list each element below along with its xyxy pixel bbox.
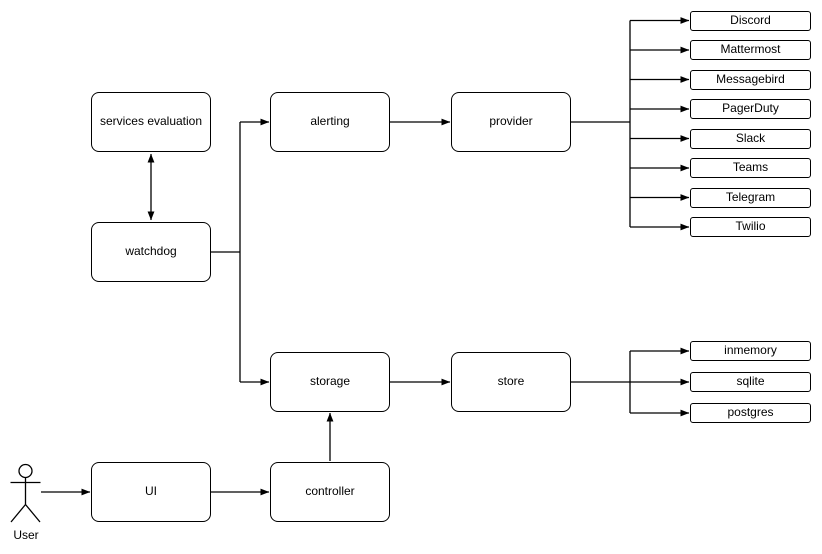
user-actor-figure [10,463,41,523]
user-actor-label: User [13,528,39,542]
edge-provider-fan-trunk [571,20,631,227]
node-provider-discord: Discord [690,10,811,31]
node-controller: controller [270,462,390,522]
node-provider-slack: Slack [690,128,811,149]
node-store-postgres: postgres [690,403,811,423]
node-provider-mattermost: Mattermost [690,40,811,60]
node-provider-messagebird: Messagebird [690,69,811,90]
edge-store-fan-trunk [571,351,631,413]
user-actor-body [10,477,41,523]
edge-watchdog-branch-trunk [211,122,241,382]
node-alerting: alerting [270,92,390,152]
node-provider: provider [451,92,571,152]
node-provider-teams: Teams [690,158,811,178]
node-provider-telegram: Telegram [690,187,811,208]
node-services-evaluation: services evaluation [91,92,211,152]
user-actor-head [18,463,33,479]
node-provider-twilio: Twilio [690,217,811,237]
node-store-inmemory: inmemory [690,341,811,361]
node-storage: storage [270,352,390,412]
node-provider-pagerduty: PagerDuty [690,99,811,119]
node-ui: UI [91,462,211,522]
node-store: store [451,352,571,412]
node-store-sqlite: sqlite [690,372,811,392]
node-watchdog: watchdog [91,222,211,282]
